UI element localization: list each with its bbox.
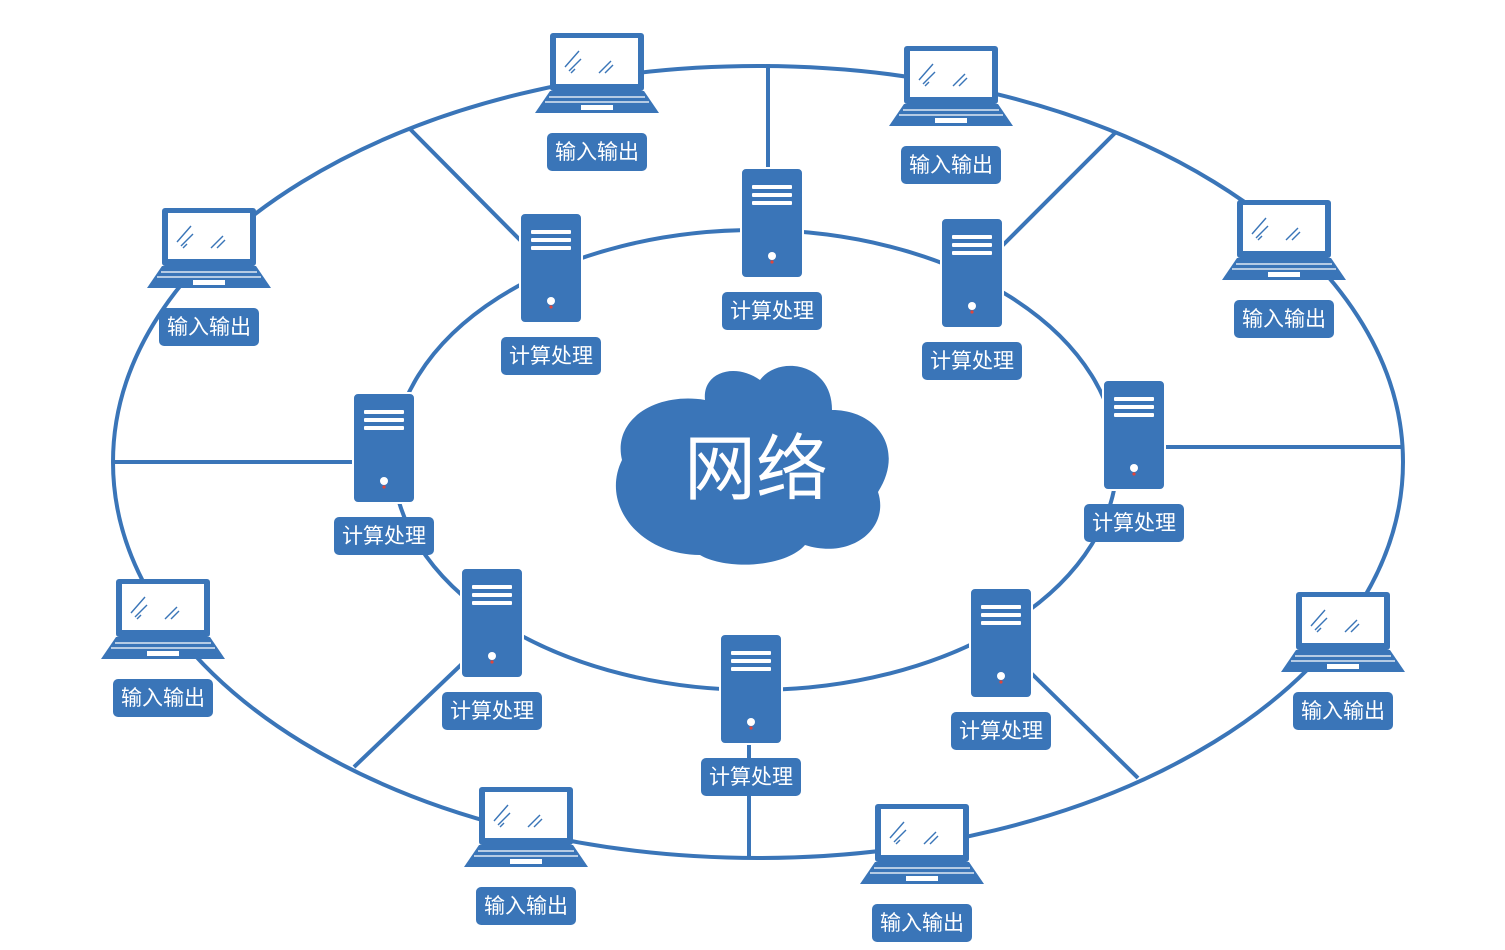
label-text: 计算处理	[930, 349, 1014, 373]
status-led	[749, 726, 753, 730]
center-label: 网络	[684, 427, 828, 511]
laptop-node: 输入输出	[860, 804, 984, 942]
laptop-icon	[535, 33, 659, 113]
server-node: 计算处理	[722, 167, 822, 330]
server-icon	[940, 217, 1004, 329]
label-text: 计算处理	[709, 765, 793, 789]
server-node: 计算处理	[951, 587, 1051, 750]
label-box	[442, 692, 542, 730]
server-node: 计算处理	[334, 392, 434, 555]
laptop-icon	[147, 208, 271, 288]
server-node: 计算处理	[501, 212, 601, 375]
spoke-line	[352, 660, 466, 769]
laptop-node: 输入输出	[889, 46, 1013, 184]
laptop-node: 输入输出	[1222, 200, 1346, 338]
server-icon	[519, 212, 583, 324]
label-box	[159, 308, 259, 346]
label-box	[1084, 504, 1184, 542]
server-node: 计算处理	[442, 567, 542, 730]
label-box	[1234, 300, 1334, 338]
server-icon	[460, 567, 524, 679]
node-label: 输入输出	[872, 904, 972, 942]
node-label: 计算处理	[501, 337, 601, 375]
status-led	[490, 660, 494, 664]
label-box	[476, 887, 576, 925]
node-label: 计算处理	[722, 292, 822, 330]
label-box	[901, 146, 1001, 184]
spoke-line	[1000, 130, 1118, 248]
node-label: 计算处理	[1084, 504, 1184, 542]
server-node: 计算处理	[1084, 379, 1184, 542]
label-text: 输入输出	[167, 315, 251, 339]
node-label: 计算处理	[922, 342, 1022, 380]
node-label: 计算处理	[701, 758, 801, 796]
label-box	[951, 712, 1051, 750]
status-led	[1132, 472, 1136, 476]
node-label: 输入输出	[476, 887, 576, 925]
node-label: 计算处理	[951, 712, 1051, 750]
label-text: 计算处理	[1092, 511, 1176, 535]
label-text: 计算处理	[342, 524, 426, 548]
spoke-line	[1028, 670, 1140, 780]
spoke-line	[407, 126, 527, 247]
node-label: 输入输出	[547, 133, 647, 171]
server-node: 计算处理	[922, 217, 1022, 380]
server-icon	[969, 587, 1033, 699]
server-icon	[1102, 379, 1166, 491]
node-label: 输入输出	[159, 308, 259, 346]
server-icon	[740, 167, 804, 279]
label-text: 输入输出	[1242, 307, 1326, 331]
node-label: 计算处理	[334, 517, 434, 555]
label-text: 计算处理	[450, 699, 534, 723]
server-icon	[352, 392, 416, 504]
laptop-node: 输入输出	[464, 787, 588, 925]
label-text: 计算处理	[959, 719, 1043, 743]
laptop-icon	[1222, 200, 1346, 280]
status-led	[382, 485, 386, 489]
nodes-group: 计算处理计算处理计算处理计算处理计算处理计算处理计算处理计算处理输入输出输入输出…	[101, 33, 1405, 942]
node-label: 输入输出	[1234, 300, 1334, 338]
cloud-icon	[615, 365, 889, 565]
label-text: 输入输出	[1301, 699, 1385, 723]
node-label: 输入输出	[113, 679, 213, 717]
status-led	[770, 260, 774, 264]
label-text: 输入输出	[555, 140, 639, 164]
laptop-node: 输入输出	[535, 33, 659, 171]
laptop-icon	[1281, 592, 1405, 672]
label-box	[501, 337, 601, 375]
cloud-group: 网络	[615, 365, 889, 565]
label-box	[701, 758, 801, 796]
laptop-node: 输入输出	[1281, 592, 1405, 730]
cloud-shape	[615, 365, 889, 565]
laptop-icon	[464, 787, 588, 867]
laptop-node: 输入输出	[101, 579, 225, 717]
node-label: 输入输出	[1293, 692, 1393, 730]
label-box	[547, 133, 647, 171]
laptop-icon	[860, 804, 984, 884]
label-text: 计算处理	[730, 299, 814, 323]
label-box	[1293, 692, 1393, 730]
label-box	[113, 679, 213, 717]
label-text: 输入输出	[484, 894, 568, 918]
laptop-node: 输入输出	[147, 208, 271, 346]
laptop-icon	[101, 579, 225, 659]
label-box	[722, 292, 822, 330]
node-label: 计算处理	[442, 692, 542, 730]
label-box	[922, 342, 1022, 380]
label-box	[334, 517, 434, 555]
label-box	[872, 904, 972, 942]
label-text: 输入输出	[880, 911, 964, 935]
status-led	[999, 680, 1003, 684]
label-text: 计算处理	[509, 344, 593, 368]
node-label: 输入输出	[901, 146, 1001, 184]
label-text: 输入输出	[909, 153, 993, 177]
server-icon	[719, 633, 783, 745]
server-node: 计算处理	[701, 633, 801, 796]
laptop-icon	[889, 46, 1013, 126]
status-led	[970, 310, 974, 314]
label-text: 输入输出	[121, 686, 205, 710]
outer-ring	[111, 64, 1405, 860]
status-led	[549, 305, 553, 309]
